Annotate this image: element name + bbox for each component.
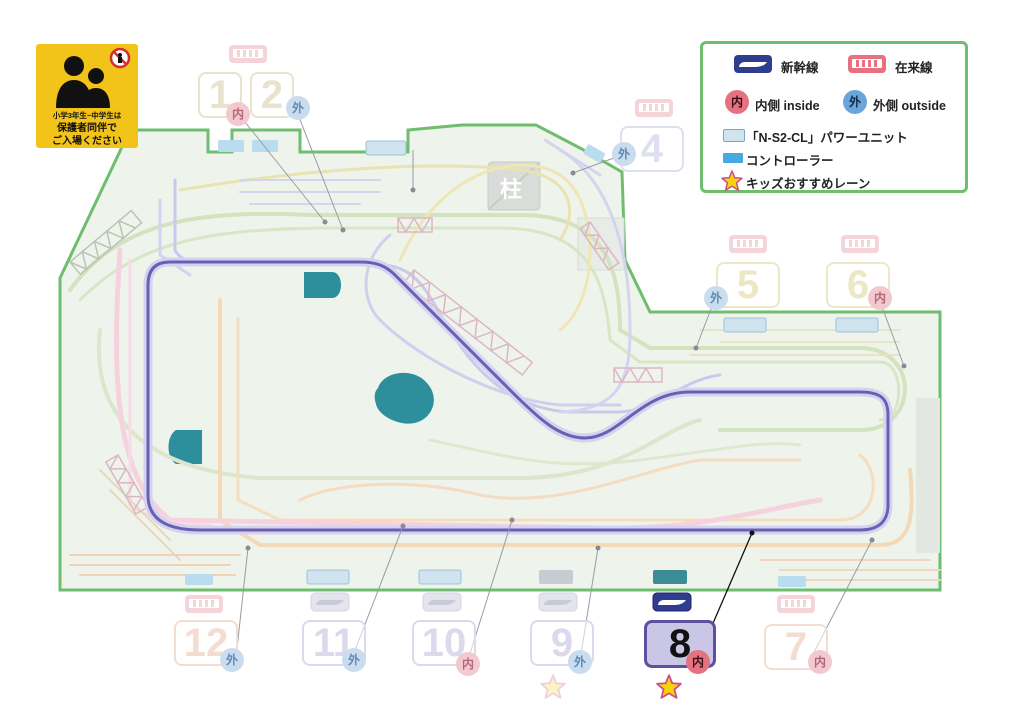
station-2-side-badge: 外 bbox=[286, 96, 310, 120]
station-10-side-badge: 内 bbox=[456, 652, 480, 676]
legend-power-unit-label: 「N-S2-CL」パワーユニット bbox=[746, 131, 908, 145]
sign-line-1: 小学3年生~中学生は bbox=[52, 111, 122, 120]
station-9-side-badge: 外 bbox=[568, 650, 592, 674]
station-5-side-badge: 外 bbox=[704, 286, 728, 310]
sign-line-3: ご入場ください bbox=[52, 136, 122, 147]
legend-shinkansen-label: 新幹線 bbox=[781, 61, 819, 75]
age-notice-sign: 小学3年生~中学生は 保護者同伴で ご入場ください bbox=[36, 44, 138, 148]
kids-lane-star-icon bbox=[540, 674, 566, 704]
shinkansen-icon bbox=[652, 592, 692, 617]
legend-outside-badge: 外 bbox=[843, 90, 867, 114]
legend-inside-label: 内側 inside bbox=[755, 99, 820, 113]
conventional-train-icon bbox=[848, 55, 886, 73]
parent-child-icon bbox=[56, 47, 131, 108]
kids-lane-star-icon bbox=[656, 674, 682, 704]
station-7-side-badge: 内 bbox=[808, 650, 832, 674]
power-unit-icon bbox=[723, 129, 745, 142]
map-legend: 新幹線 在来線 内 内側 inside 外 外側 outside 「N-S2-C… bbox=[700, 41, 968, 193]
pond bbox=[304, 272, 341, 298]
conventional-train-icon bbox=[634, 98, 674, 123]
pillar-label: 柱 bbox=[500, 177, 523, 202]
shinkansen-icon bbox=[422, 592, 462, 617]
station-11-number[interactable]: 11 bbox=[302, 620, 366, 666]
station-8-side-badge: 内 bbox=[686, 650, 710, 674]
conventional-train-icon bbox=[228, 44, 268, 69]
legend-outside-label: 外側 outside bbox=[873, 99, 946, 113]
legend-inside-badge: 内 bbox=[725, 90, 749, 114]
conventional-train-icon bbox=[776, 594, 816, 619]
station-11-side-badge: 外 bbox=[342, 648, 366, 672]
station-1-side-badge: 内 bbox=[226, 102, 250, 126]
conventional-train-icon bbox=[728, 234, 768, 259]
station-12-side-badge: 外 bbox=[220, 648, 244, 672]
station-6-side-badge: 内 bbox=[868, 286, 892, 310]
conventional-train-icon bbox=[840, 234, 880, 259]
star-icon bbox=[721, 170, 743, 191]
station-7-number[interactable]: 7 bbox=[764, 624, 828, 670]
station-4-side-badge: 外 bbox=[612, 142, 636, 166]
legend-controller-label: コントローラー bbox=[746, 154, 834, 168]
legend-kids-lane-label: キッズおすすめレーン bbox=[746, 177, 871, 191]
conventional-train-icon bbox=[184, 594, 224, 619]
shinkansen-icon bbox=[734, 55, 772, 73]
pond bbox=[168, 430, 202, 464]
controller-icon bbox=[723, 153, 743, 163]
pond bbox=[374, 372, 434, 424]
shinkansen-icon bbox=[538, 592, 578, 617]
sign-line-2: 保護者同伴で bbox=[57, 123, 117, 134]
shinkansen-icon bbox=[310, 592, 350, 617]
station-6-number[interactable]: 6 bbox=[826, 262, 890, 308]
station-5-number[interactable]: 5 bbox=[716, 262, 780, 308]
legend-conventional-label: 在来線 bbox=[895, 61, 933, 75]
